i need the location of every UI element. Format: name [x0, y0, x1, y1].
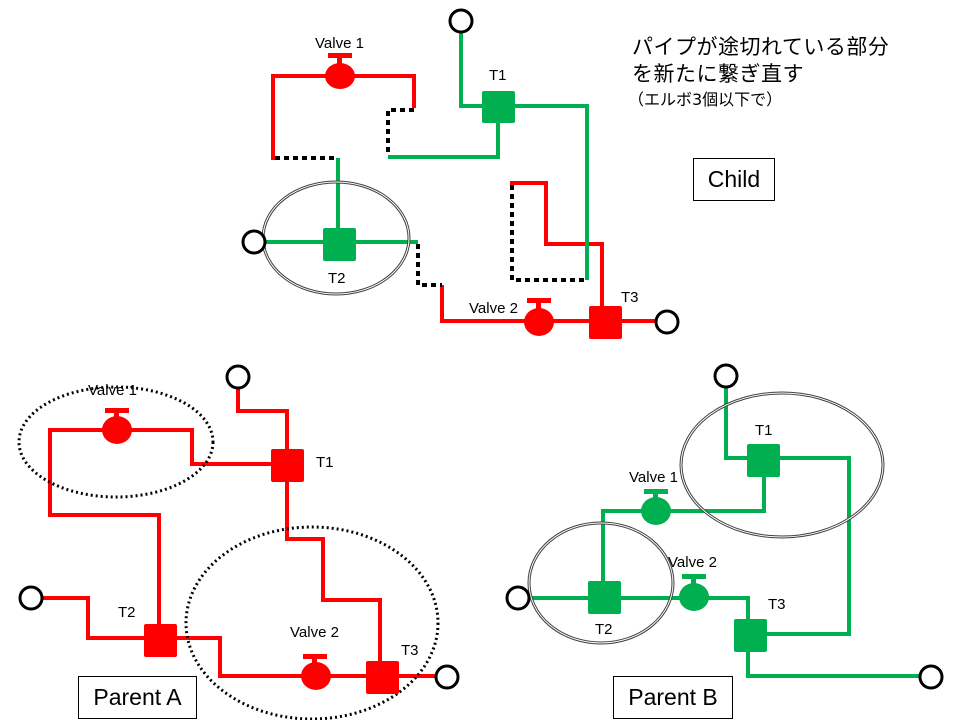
child-t3-label: T3: [621, 289, 639, 306]
parent-b-valve1[interactable]: [641, 489, 671, 525]
child-endpoint-left[interactable]: [241, 229, 267, 255]
child-gap-3: [416, 244, 442, 287]
child-valve2[interactable]: [524, 298, 554, 336]
parent-b-panel: Valve 1 Valve 2 T1 T2 T3: [505, 363, 944, 690]
parent-a-endpoint-top[interactable]: [225, 364, 251, 390]
child-gap-2: [386, 108, 414, 155]
parent-a-t3-tee[interactable]: [366, 661, 399, 694]
instruction-line-1: パイプが途切れている部分: [632, 35, 890, 59]
parent-a-pipe-valve1: [48, 428, 287, 640]
child-endpoint-top[interactable]: [448, 8, 474, 34]
parent-b-valve2-label: Valve 2: [668, 554, 717, 571]
child-panel-label: Child: [693, 158, 775, 201]
parent-b-pipe-t1-right: [750, 456, 851, 636]
parent-a-pipe-t1-down: [285, 466, 382, 676]
child-endpoint-right[interactable]: [654, 309, 680, 335]
child-t2-label: T2: [328, 270, 346, 287]
parent-b-t3-label: T3: [768, 596, 786, 613]
parent-a-valve1-ellipse: [17, 385, 215, 499]
parent-a-t1-tee[interactable]: [271, 449, 304, 482]
parent-b-pipe-t2-horizontal: [528, 596, 750, 634]
child-t2-tee[interactable]: [323, 228, 356, 261]
parent-b-endpoint-right[interactable]: [918, 664, 944, 690]
parent-b-t1-label: T1: [755, 422, 773, 439]
parent-b-t1-tee[interactable]: [747, 444, 780, 477]
parent-a-endpoint-right[interactable]: [434, 664, 460, 690]
parent-a-valve2-label: Valve 2: [290, 624, 339, 641]
parent-b-t1-ellipse: [679, 391, 885, 539]
child-gap-4: [510, 185, 587, 282]
child-valve2-label: Valve 2: [469, 300, 518, 317]
child-t3-tee[interactable]: [589, 306, 622, 339]
parent-a-t1-label: T1: [316, 454, 334, 471]
parent-a-panel: Valve 1 Valve 2 T1 T2 T3: [17, 364, 460, 720]
parent-b-valve1-label: Valve 1: [629, 469, 678, 486]
child-valve1-label: Valve 1: [315, 35, 364, 52]
child-valve1[interactable]: [325, 53, 355, 89]
parent-b-pipe-t1-down: [601, 458, 766, 598]
parent-b-pipe-t3-down: [746, 634, 920, 678]
instruction-line-3: （エルボ3個以下で）: [628, 90, 783, 109]
parent-a-pipes: [41, 388, 438, 678]
parent-b-t2-tee[interactable]: [588, 581, 621, 614]
parent-b-t3-tee[interactable]: [734, 619, 767, 652]
instruction-line-2: を新たに繋ぎ直す: [632, 62, 804, 86]
child-panel: Valve 1 Valve 2 T1 T2 T3: [241, 8, 680, 339]
child-gap-lines: [275, 108, 587, 287]
parent-b-t1-ellipse-inner: [680, 392, 884, 538]
parent-a-valve2[interactable]: [301, 654, 331, 690]
parent-b-valve2[interactable]: [679, 574, 709, 611]
parent-a-t2-label: T2: [118, 604, 136, 621]
child-red-pipe-t3-branch: [510, 181, 604, 310]
parent-b-endpoint-top[interactable]: [713, 363, 739, 389]
parent-a-endpoint-left[interactable]: [18, 585, 44, 611]
child-red-pipe-valve2: [440, 285, 659, 323]
parent-a-valve1[interactable]: [102, 408, 132, 444]
parent-b-pipes: [528, 388, 920, 678]
parent-b-t2-ellipse-inner: [528, 522, 674, 644]
child-t1-label: T1: [489, 67, 507, 84]
parent-a-t3-label: T3: [401, 642, 419, 659]
parent-b-t2-label: T2: [595, 621, 613, 638]
parent-a-pipe-t1-top: [236, 388, 289, 466]
child-green-pipe-t1-right: [498, 104, 589, 280]
parent-a-pipe-t2-left: [41, 596, 159, 640]
parent-a-panel-label: Parent A: [78, 676, 197, 719]
parent-b-endpoint-left[interactable]: [505, 585, 531, 611]
parent-a-valve1-label: Valve 1: [88, 382, 137, 399]
instruction-note: パイプが途切れている部分 を新たに繋ぎ直す （エルボ3個以下で）: [628, 34, 890, 112]
child-green-pipe-t1-down: [388, 106, 500, 159]
parent-a-valve2-ellipse: [184, 525, 440, 720]
parent-a-t2-tee[interactable]: [144, 624, 177, 657]
parent-b-panel-label: Parent B: [613, 676, 733, 719]
child-t1-tee[interactable]: [482, 91, 515, 123]
